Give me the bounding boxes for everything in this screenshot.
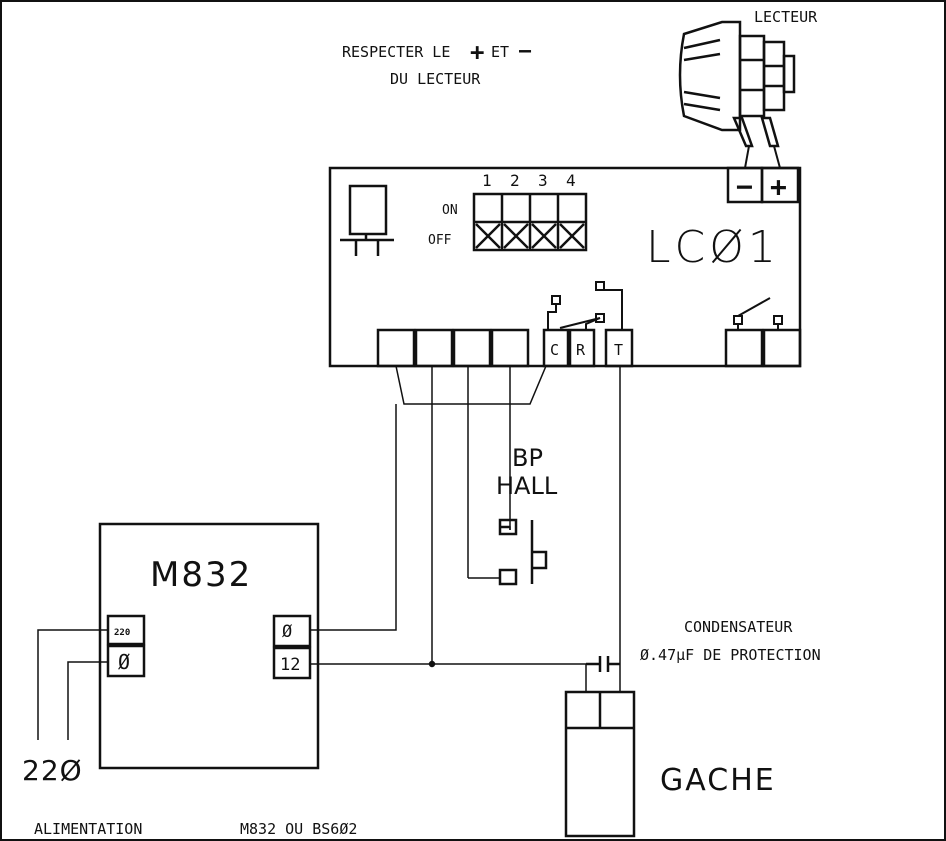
relay-contacts <box>547 281 623 330</box>
m832-box <box>98 522 320 770</box>
dip-on-label: ON <box>442 203 458 218</box>
dip-number-2: 2 <box>510 171 520 190</box>
push-button-label-hall: HALL <box>496 472 558 500</box>
polarity-note-line2: DU LECTEUR <box>390 70 481 88</box>
m832-terminal-0-right: Ø <box>282 622 292 642</box>
aux-contact <box>733 297 783 330</box>
terminal-minus-label: − <box>736 170 753 203</box>
strike-label: GACHE <box>660 763 776 798</box>
push-button-wiring <box>468 526 511 579</box>
capacitor-label-line2: Ø.47µF DE PROTECTION <box>640 646 821 664</box>
m832-name: M832 <box>150 555 252 595</box>
reader-terminal-block <box>726 166 800 204</box>
dip-switch <box>472 192 588 252</box>
polarity-et: ET <box>491 43 509 61</box>
lc01-terminal-strip <box>376 328 802 368</box>
polarity-note-prefix: RESPECTER LE <box>342 43 450 61</box>
dip-number-3: 3 <box>538 171 548 190</box>
dip-off-label: OFF <box>428 233 452 248</box>
cable-bundle <box>395 365 621 664</box>
capacitor <box>586 656 620 672</box>
supply-wires <box>310 628 621 692</box>
m832-terminal-0-left: Ø <box>118 650 130 674</box>
footer-left: ALIMENTATION <box>34 820 142 838</box>
board-component <box>340 184 394 256</box>
m832-terminal-12: 12 <box>280 655 300 675</box>
terminal-c-label: C <box>550 341 559 359</box>
lc01-name: LCØ1 <box>646 222 780 273</box>
push-button-label-bp: BP <box>512 444 543 472</box>
terminal-r-label: R <box>576 341 586 359</box>
m832-terminal-220: 220 <box>114 628 130 638</box>
strike-device <box>564 690 636 838</box>
capacitor-label-line1: CONDENSATEUR <box>684 618 793 636</box>
terminal-t-label: T <box>614 341 623 359</box>
polarity-plus: + <box>470 38 484 66</box>
dip-numbers: 1 2 3 4 <box>482 171 576 190</box>
dip-number-4: 4 <box>566 171 576 190</box>
reader-title: LECTEUR <box>754 8 818 26</box>
reader-device <box>678 20 796 148</box>
m832-right-terminals <box>272 614 312 680</box>
footer-right: M832 OU BS6Ø2 <box>240 820 357 838</box>
mains-label: 22Ø <box>22 754 83 787</box>
terminal-plus-label: + <box>770 170 787 203</box>
dip-number-1: 1 <box>482 171 492 190</box>
mains-wires <box>37 629 108 740</box>
reader-wires <box>744 145 781 169</box>
push-button <box>498 518 548 586</box>
polarity-minus: — <box>519 38 532 62</box>
